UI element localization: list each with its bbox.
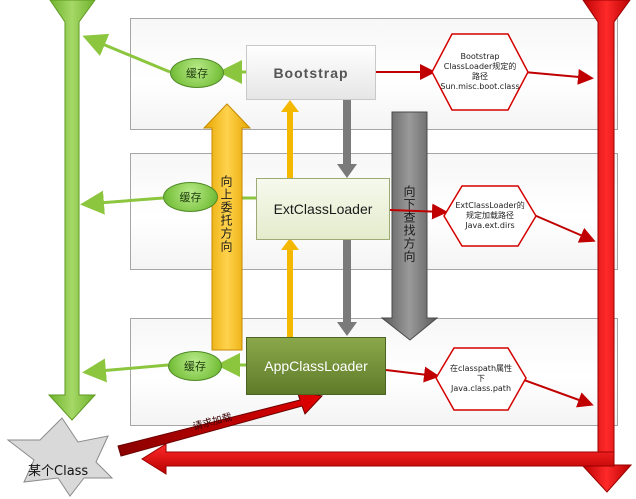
cache-3: 缓存	[168, 351, 222, 381]
path-hex-2	[443, 185, 537, 247]
app-classloader-box: AppClassLoader	[246, 337, 386, 395]
load-request-arrow	[117, 390, 323, 457]
gray-down-1	[337, 100, 357, 178]
red-return-arrow	[141, 443, 615, 475]
cache-2-label: 缓存	[179, 191, 202, 204]
class-star	[6, 417, 114, 497]
app-classloader-label: AppClassLoader	[264, 358, 368, 374]
search-down-label: 向下查找方向	[402, 185, 416, 263]
path-to-red-1	[523, 68, 594, 85]
red-down-arrow	[580, 0, 633, 493]
some-class-label: 某个Class	[28, 464, 89, 479]
cache-1: 缓存	[170, 58, 224, 88]
delegate-up-label: 向上委托方向	[219, 175, 233, 253]
path-to-red-3	[523, 379, 594, 408]
app-path-text: 在classpath属性下 Java.class.path	[449, 364, 513, 393]
cache-arrow-2	[80, 190, 164, 215]
path-hex-1	[431, 33, 529, 111]
green-down-arrow	[47, 0, 97, 421]
cache-3-label: 缓存	[184, 360, 206, 373]
cache-arrow-3	[82, 358, 169, 383]
cache-2: 缓存	[163, 182, 218, 212]
ext-classloader-box: ExtClassLoader	[256, 178, 390, 240]
cache-1-label: 缓存	[186, 67, 208, 80]
bootstrap-box: Bootstrap	[246, 45, 376, 100]
cache-arrow-1	[82, 33, 171, 74]
delegate-up-arrow	[202, 103, 252, 351]
red-to-path-3	[385, 366, 440, 383]
ext-path-text: ExtClassLoader的规定加载路径 Java.ext.dirs	[455, 201, 525, 230]
bootstrap-label: Bootstrap	[273, 64, 349, 81]
search-down-arrow	[380, 111, 439, 341]
path-to-red-2	[533, 214, 596, 243]
bootstrap-path-text: Bootstrap ClassLoader规定的路径 Sun.misc.boot…	[440, 52, 520, 91]
gray-down-2	[337, 240, 357, 336]
orange-up-1	[281, 100, 299, 178]
orange-up-2	[281, 238, 299, 337]
ext-classloader-label: ExtClassLoader	[273, 201, 373, 217]
red-to-path-2	[389, 203, 448, 220]
path-hex-3	[435, 347, 527, 411]
